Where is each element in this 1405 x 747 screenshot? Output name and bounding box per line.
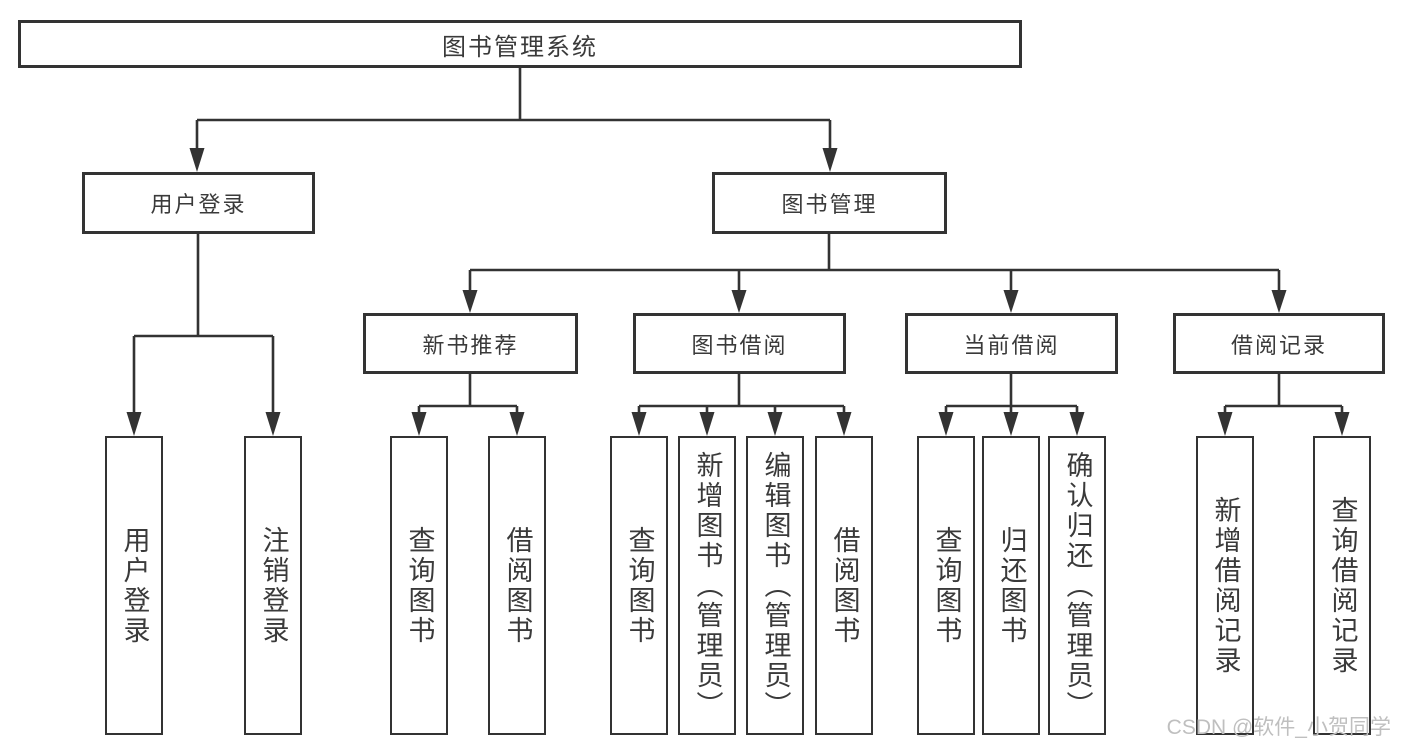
node-book-borrow: 图书借阅 bbox=[633, 313, 846, 374]
leaf-add-borrow-record: 新增借阅记录 bbox=[1196, 436, 1254, 735]
node-user-login: 用户登录 bbox=[82, 172, 315, 234]
leaf-query-borrow-record: 查询借阅记录 bbox=[1313, 436, 1371, 735]
node-borrow-records: 借阅记录 bbox=[1173, 313, 1385, 374]
leaf-user-login: 用户登录 bbox=[105, 436, 163, 735]
leaf-label: 新增借阅记录 bbox=[1210, 495, 1241, 676]
node-new-book-recommend: 新书推荐 bbox=[363, 313, 578, 374]
leaf-confirm-return-admin: 确认归还（管理员） bbox=[1048, 436, 1106, 735]
node-book-management: 图书管理 bbox=[712, 172, 947, 234]
leaf-label: 用户登录 bbox=[119, 525, 150, 646]
leaf-label: 注销登录 bbox=[258, 525, 289, 646]
leaf-add-books-admin: 新增图书（管理员） bbox=[678, 436, 736, 735]
leaf-logout: 注销登录 bbox=[244, 436, 302, 735]
node-current-borrow: 当前借阅 bbox=[905, 313, 1118, 374]
node-library-management-system: 图书管理系统 bbox=[18, 20, 1022, 68]
leaf-label: 新增图书（管理员） bbox=[692, 450, 723, 721]
leaf-query-books-current: 查询图书 bbox=[917, 436, 975, 735]
leaf-label: 查询图书 bbox=[624, 525, 655, 646]
leaf-label: 查询借阅记录 bbox=[1327, 495, 1358, 676]
leaf-edit-books-admin: 编辑图书（管理员） bbox=[746, 436, 804, 735]
leaf-label: 编辑图书（管理员） bbox=[760, 450, 791, 721]
leaf-borrow-books: 借阅图书 bbox=[815, 436, 873, 735]
csdn-watermark: CSDN @软件_小贺同学 bbox=[1166, 716, 1391, 739]
leaf-label: 借阅图书 bbox=[502, 525, 533, 646]
leaf-label: 借阅图书 bbox=[829, 525, 860, 646]
leaf-label: 查询图书 bbox=[931, 525, 962, 646]
leaf-label: 查询图书 bbox=[404, 525, 435, 646]
leaf-borrow-books-recommend: 借阅图书 bbox=[488, 436, 546, 735]
leaf-label: 确认归还（管理员） bbox=[1062, 450, 1093, 721]
leaf-query-books-recommend: 查询图书 bbox=[390, 436, 448, 735]
leaf-query-books-borrow: 查询图书 bbox=[610, 436, 668, 735]
leaf-return-books: 归还图书 bbox=[982, 436, 1040, 735]
leaf-label: 归还图书 bbox=[996, 525, 1027, 646]
